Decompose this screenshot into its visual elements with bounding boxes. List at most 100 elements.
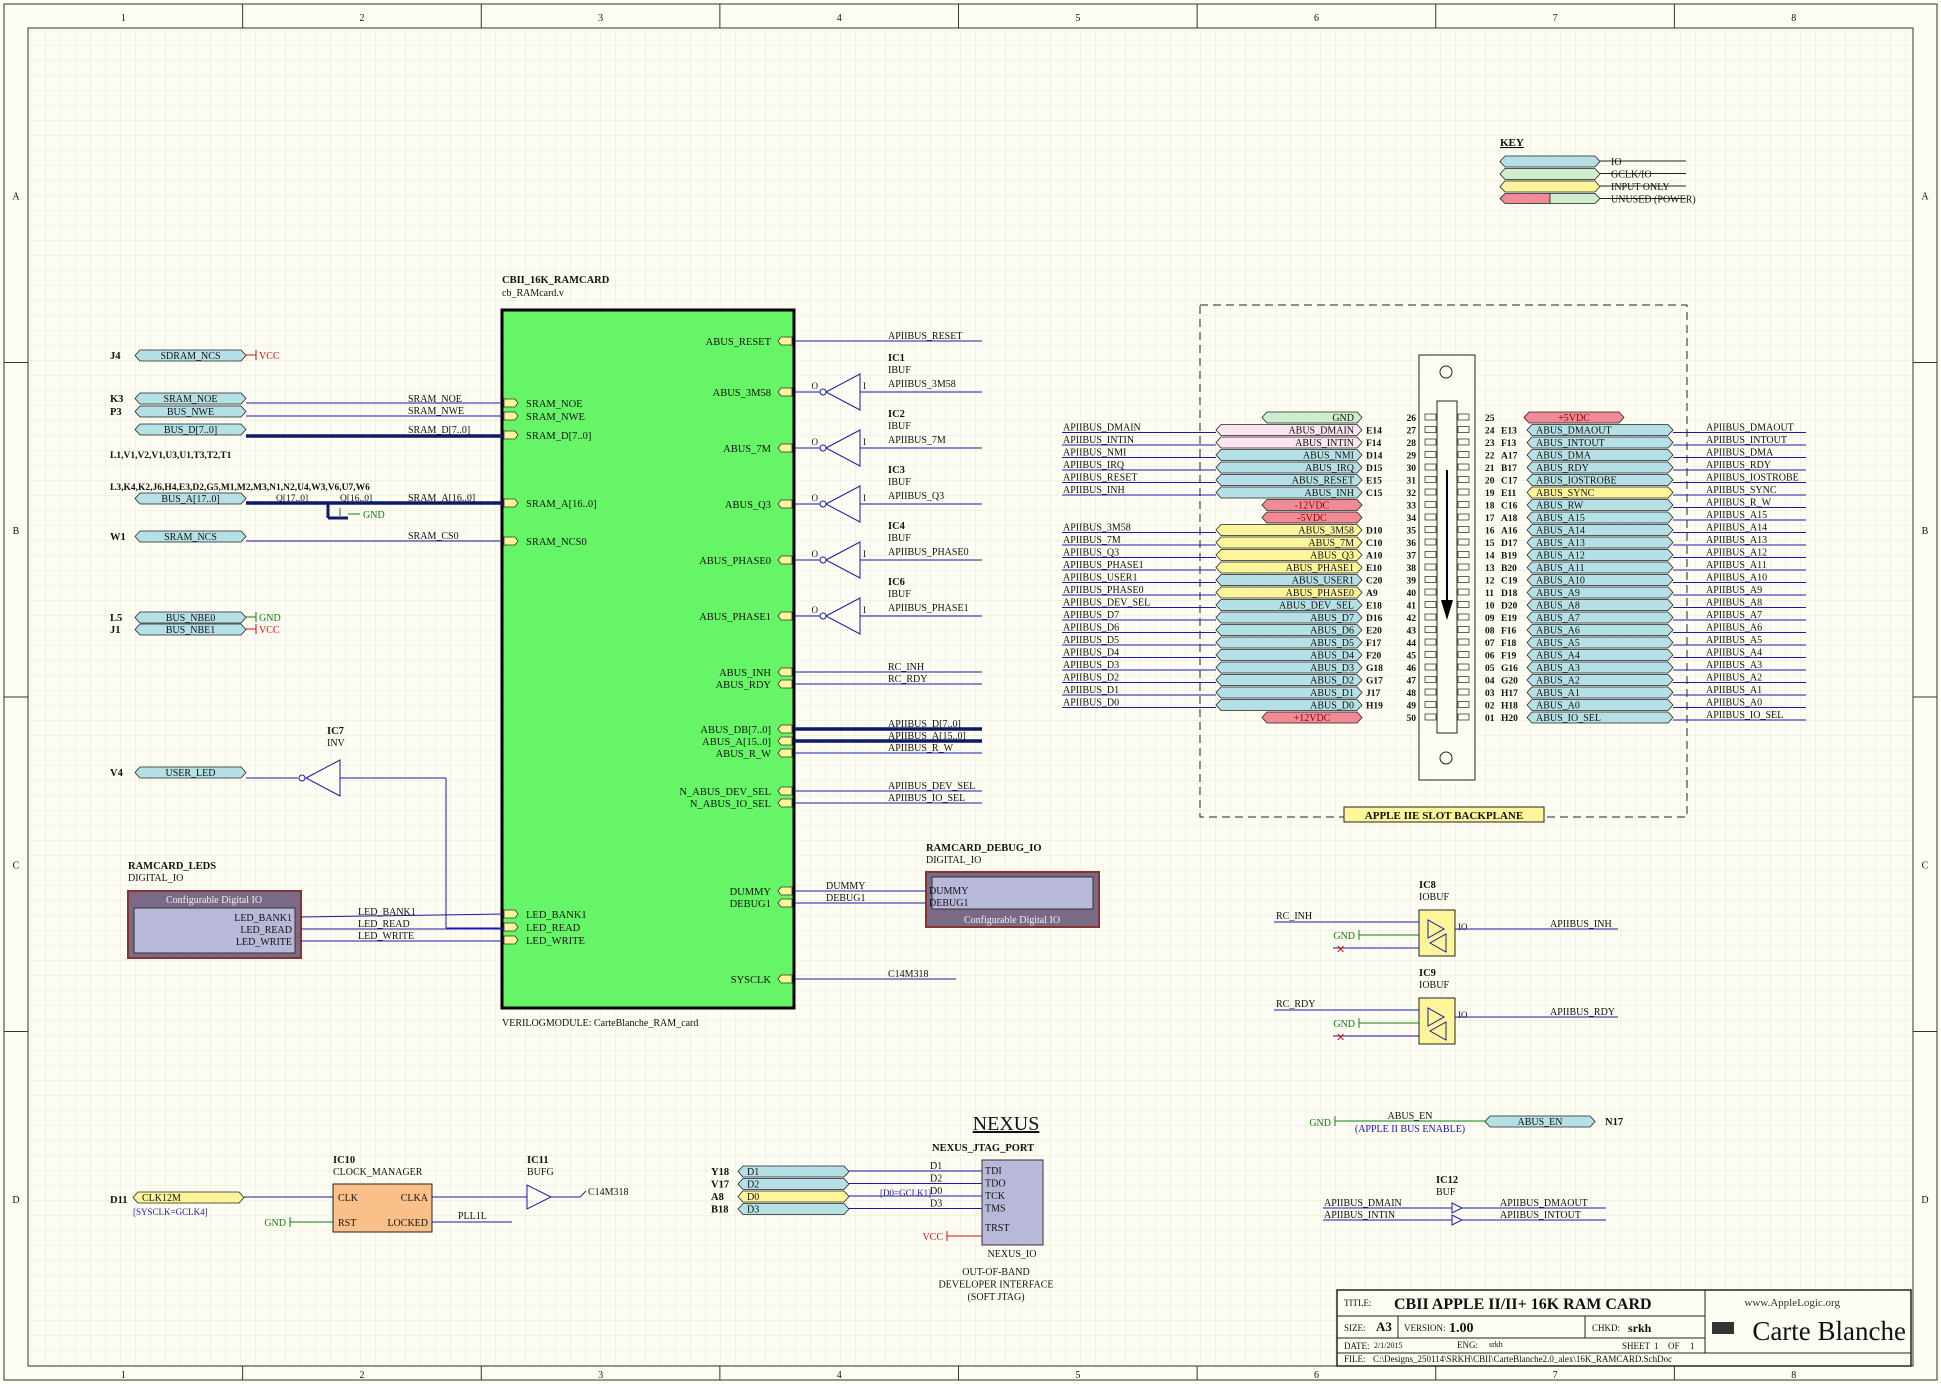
net-label: APIIBUS_INTOUT bbox=[1500, 1210, 1581, 1221]
slot-port-abus-d4 bbox=[1215, 649, 1363, 661]
net-label: APIIBUS_A4 bbox=[1706, 648, 1762, 659]
slot-pin-number: 50 bbox=[1407, 714, 1417, 724]
fpga-pin: B17 bbox=[1501, 464, 1517, 474]
net-label: APIIBUS_PHASE0 bbox=[888, 547, 969, 558]
zone-column-top: 3 bbox=[598, 13, 603, 24]
slot-pin bbox=[1457, 463, 1470, 471]
net-label: APIIBUS_A12 bbox=[1706, 548, 1767, 559]
slot-port-abus-dev-sel-label: ABUS_DEV_SEL bbox=[1279, 601, 1354, 612]
wire bbox=[579, 1190, 587, 1198]
tb-version: 1.00 bbox=[1449, 1321, 1474, 1336]
inversion-bubble bbox=[298, 774, 306, 782]
module-pin-marker bbox=[777, 786, 793, 796]
slot-pin bbox=[1457, 551, 1470, 558]
slot-port-abus-a7 bbox=[1526, 611, 1674, 624]
slot-port-abus-phase1-label: ABUS_PHASE1 bbox=[1286, 563, 1354, 574]
slot-pin bbox=[1457, 701, 1470, 708]
slot-pin-number: 22 bbox=[1485, 452, 1495, 462]
slot-pin bbox=[1424, 701, 1437, 708]
debug-title: RAMCARD_DEBUG_IO bbox=[926, 843, 1042, 854]
zone-column-top: 8 bbox=[1791, 13, 1796, 24]
slot-port-abus-a11-label: ABUS_A11 bbox=[1536, 563, 1585, 574]
module-pin-marker bbox=[777, 748, 793, 758]
slot-port-abus-dma bbox=[1526, 449, 1674, 461]
tb-of: 1 bbox=[1690, 1341, 1695, 1351]
power-tie-gnd: GND bbox=[1309, 1118, 1331, 1129]
buf-triangle bbox=[1451, 1214, 1464, 1226]
slot-pin bbox=[1457, 563, 1470, 571]
slot-port-abus-rdy bbox=[1526, 461, 1674, 474]
tb-size-label: SIZE: bbox=[1344, 1323, 1366, 1333]
logo-text: Carte Blanche bbox=[1752, 1316, 1906, 1346]
backplane-title: APPLE IIE SLOT BACKPLANE bbox=[1365, 810, 1523, 822]
zone-column-bottom: 1 bbox=[121, 1370, 126, 1381]
nexus-pin-tms: TMS bbox=[985, 1204, 1006, 1215]
pin-label: O bbox=[812, 381, 819, 391]
buf-triangle bbox=[1451, 1202, 1464, 1214]
nexus-io-body bbox=[981, 1159, 1044, 1246]
buf-type: BUF bbox=[1436, 1187, 1456, 1198]
port-sram-noe bbox=[134, 392, 247, 405]
module-pin-abus-rdy: ABUS_RDY bbox=[716, 680, 772, 691]
net-label: APIIBUS_IRQ bbox=[1063, 460, 1125, 471]
module-pin-debug1: DEBUG1 bbox=[730, 899, 771, 910]
net-label: APIIBUS_Q3 bbox=[1063, 548, 1119, 559]
slot-port-gnd bbox=[1261, 411, 1363, 424]
slot-port-abus-d5 bbox=[1215, 636, 1363, 649]
net-label: APIIBUS_A8 bbox=[1706, 598, 1762, 609]
fpga-pin: G18 bbox=[1366, 664, 1383, 674]
ibuf-ref: IC2 bbox=[888, 409, 905, 420]
fpga-pin: B20 bbox=[1501, 564, 1517, 574]
slot-pin bbox=[1424, 451, 1437, 458]
slot-pin-number: 34 bbox=[1407, 514, 1417, 524]
zone-column-bottom: 4 bbox=[837, 1370, 842, 1381]
module-pin-dummy: DUMMY bbox=[730, 887, 772, 898]
fpga-pin: D10 bbox=[1366, 527, 1383, 537]
zone-column-top: 5 bbox=[1075, 13, 1080, 24]
zone-column-bottom: 5 bbox=[1075, 1370, 1080, 1381]
ibuf-type: IBUF bbox=[888, 421, 911, 432]
slot-port-abus-rdy-label: ABUS_RDY bbox=[1536, 463, 1589, 474]
ibuf-ref: IC4 bbox=[888, 521, 906, 532]
fpga-pin-n17: N17 bbox=[1605, 1117, 1623, 1128]
module-name: CBII_16K_RAMCARD bbox=[502, 275, 610, 286]
pin-label: I bbox=[863, 437, 866, 447]
fpga-pin: F16 bbox=[1501, 627, 1517, 637]
slot-pin bbox=[1424, 626, 1437, 633]
net-label: SRAM_CS0 bbox=[408, 531, 459, 542]
clock-manager-type: CLOCK_MANAGER bbox=[333, 1167, 423, 1178]
fpga-pin: D14 bbox=[1366, 452, 1383, 462]
slot-pin-number: 19 bbox=[1485, 489, 1495, 499]
debug-caption: Configurable Digital IO bbox=[964, 915, 1060, 926]
net-label: APIIBUS_IOSTROBE bbox=[1706, 473, 1799, 484]
leds-pin: LED_WRITE bbox=[236, 937, 292, 948]
net-label: D2 bbox=[930, 1174, 942, 1185]
logo-mark bbox=[1712, 1322, 1734, 1334]
module-pin-n-abus-dev-sel: N_ABUS_DEV_SEL bbox=[679, 787, 771, 798]
slot-port-abus-a8-label: ABUS_A8 bbox=[1536, 601, 1580, 612]
net-label: APIIBUS_A2 bbox=[1706, 673, 1762, 684]
slot-port-abus-phase0-label: ABUS_PHASE0 bbox=[1286, 588, 1354, 599]
fpga-pin: D15 bbox=[1366, 464, 1383, 474]
module-pin-abus-3m58: ABUS_3M58 bbox=[713, 388, 771, 399]
fpga-pin-y18: Y18 bbox=[711, 1167, 729, 1178]
fpga-pin-j1: J1 bbox=[110, 625, 121, 636]
slot-pin-number: 36 bbox=[1407, 539, 1417, 549]
port-bus-nbe0-label: BUS_NBE0 bbox=[166, 613, 215, 624]
net-label: APIIBUS_IO_SEL bbox=[1706, 710, 1783, 721]
tb-title-label: TITLE: bbox=[1344, 1298, 1372, 1308]
debug-pin: DEBUG1 bbox=[929, 898, 968, 909]
net-label: DEBUG1 bbox=[826, 893, 865, 904]
slot-pin bbox=[1424, 651, 1437, 658]
slot-pin-number: 35 bbox=[1407, 527, 1417, 537]
slot-port-abus-q3 bbox=[1215, 549, 1363, 561]
slot-port-abus-a4 bbox=[1526, 649, 1674, 661]
slot-port-abus-d6-label: ABUS_D6 bbox=[1310, 626, 1354, 637]
net-label: APIIBUS_USER1 bbox=[1063, 573, 1137, 584]
slot-port-abus-iostrobe-label: ABUS_IOSTROBE bbox=[1536, 476, 1617, 487]
slot-pin-number: 37 bbox=[1407, 552, 1417, 562]
slot-pin-number: 40 bbox=[1407, 589, 1417, 599]
slot-pin-number: 46 bbox=[1407, 664, 1417, 674]
slot-port-abus-a0 bbox=[1526, 699, 1674, 711]
fpga-pin: E10 bbox=[1366, 564, 1382, 574]
